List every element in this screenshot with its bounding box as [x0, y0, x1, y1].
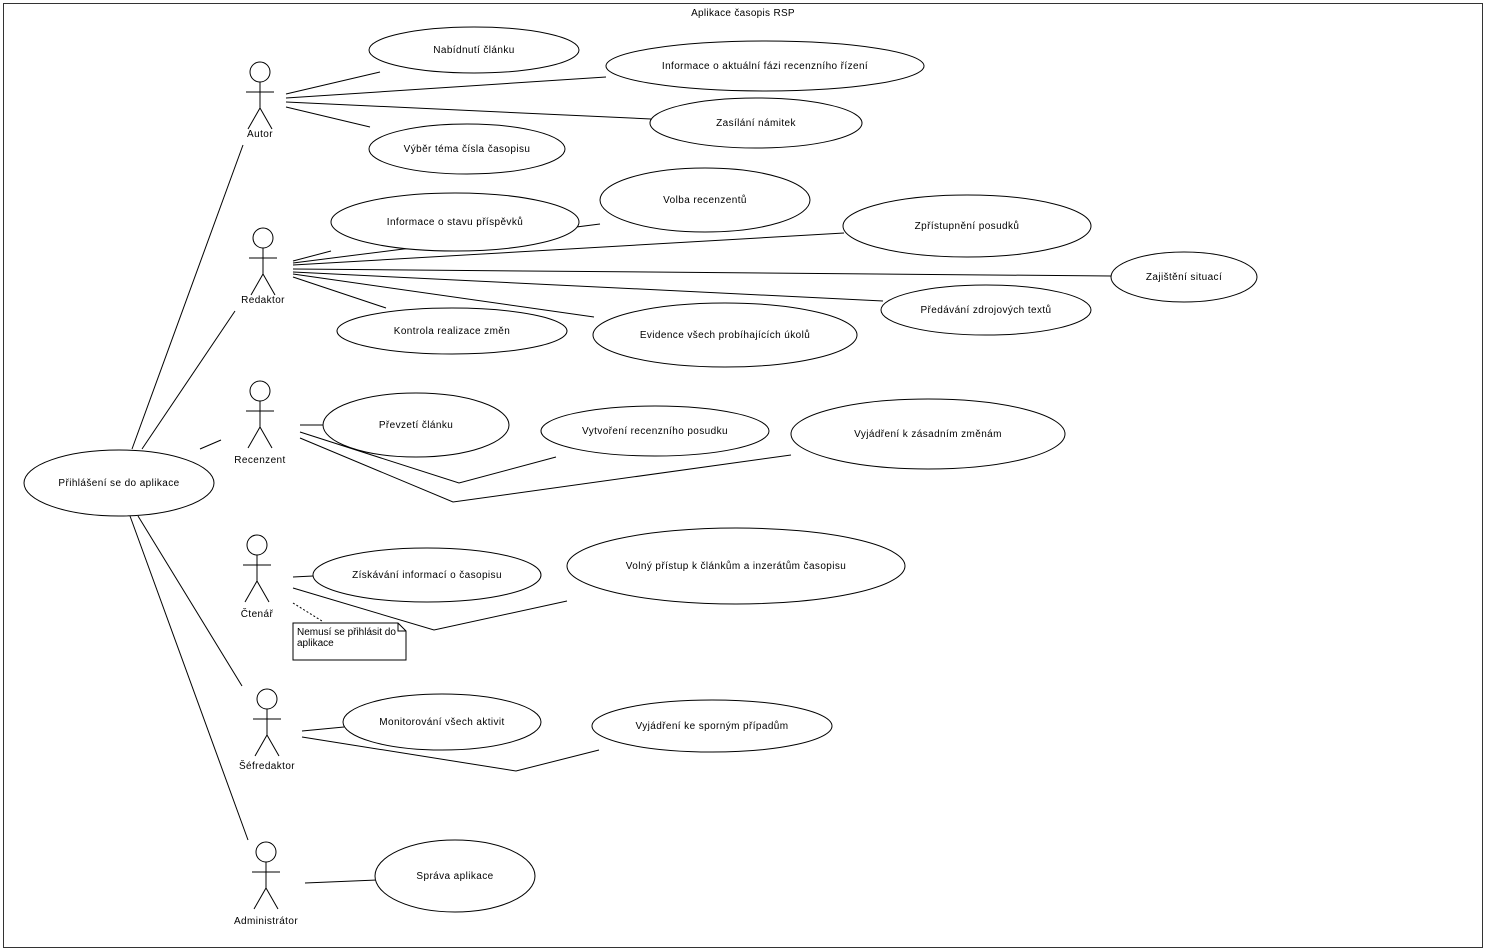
use-case-prevzeti-label: Převzetí článku	[379, 420, 453, 431]
use-case-monitorovani[interactable]: Monitorování všech aktivit	[342, 693, 542, 751]
use-case-prevzeti[interactable]: Převzetí článku	[322, 392, 510, 458]
use-case-vyber-tema[interactable]: Výběr téma čísla časopisu	[368, 123, 566, 175]
use-case-zajisteni-label: Zajištění situací	[1146, 272, 1222, 283]
use-case-evidence[interactable]: Evidence všech probíhajících úkolů	[592, 302, 858, 368]
actor-administrator-label: Administrátor	[234, 916, 298, 927]
actor-recenzent[interactable]: Recenzent	[234, 380, 285, 466]
use-case-login-label: Přihlášení se do aplikace	[58, 478, 179, 489]
use-case-sprava[interactable]: Správa aplikace	[374, 839, 536, 913]
use-case-evidence-label: Evidence všech probíhajících úkolů	[640, 329, 810, 341]
login-associations	[129, 144, 249, 841]
use-case-login[interactable]: Přihlášení se do aplikace	[23, 449, 215, 517]
note-text-line1: Nemusí se přihlásit do	[297, 627, 396, 638]
use-case-zasilani[interactable]: Zasílání námitek	[649, 97, 863, 149]
actor-recenzent-label: Recenzent	[234, 455, 285, 466]
use-case-info-stavu-label: Informace o stavu příspěvků	[387, 216, 523, 228]
redaktor-associations	[292, 223, 1112, 318]
actor-redaktor-label: Redaktor	[241, 295, 285, 306]
actor-autor-label: Autor	[247, 129, 273, 140]
actor-ctenar-label: Čtenář	[241, 607, 274, 620]
use-case-kontrola[interactable]: Kontrola realizace změn	[336, 307, 568, 355]
use-case-predavani-label: Předávání zdrojových textů	[920, 304, 1051, 316]
use-case-vyber-tema-label: Výběr téma čísla časopisu	[404, 144, 531, 155]
use-case-sprava-label: Správa aplikace	[416, 871, 493, 882]
administrator-association	[304, 879, 378, 884]
diagram-title: Aplikace časopis RSP	[691, 8, 795, 19]
use-case-volba[interactable]: Volba recenzentů	[599, 167, 811, 233]
sefredaktor-associations	[301, 726, 600, 772]
use-case-ziskavani[interactable]: Získávání informací o časopisu	[312, 547, 542, 603]
actor-sefredaktor[interactable]: Šéfredaktor	[239, 688, 295, 772]
note-ctenar: Nemusí se přihlásit do aplikace	[292, 622, 407, 661]
use-case-volny-label: Volný přístup k článkům a inzerátům časo…	[626, 560, 846, 572]
actor-autor[interactable]: Autor	[245, 61, 275, 140]
use-case-volba-label: Volba recenzentů	[663, 194, 747, 206]
actor-sefredaktor-label: Šéfredaktor	[239, 759, 295, 772]
use-case-zajisteni[interactable]: Zajištění situací	[1110, 251, 1258, 303]
use-case-vyjadreni-spornym[interactable]: Vyjádření ke sporným případům	[591, 699, 833, 753]
use-case-vyjadreni-zasadni[interactable]: Vyjádření k zásadním změnám	[790, 398, 1066, 470]
use-case-vytvoreni[interactable]: Vytvoření recenzního posudku	[540, 405, 770, 457]
use-case-nabidnuti-label: Nabídnutí článku	[433, 45, 514, 56]
note-text-line2: aplikace	[297, 638, 334, 649]
use-case-nabidnuti[interactable]: Nabídnutí článku	[368, 26, 580, 74]
ctenar-associations	[292, 575, 568, 631]
autor-associations	[285, 71, 652, 128]
actor-ctenar[interactable]: Čtenář	[241, 534, 274, 620]
use-case-info-stavu[interactable]: Informace o stavu příspěvků	[330, 192, 580, 252]
actor-administrator[interactable]: Administrátor	[234, 841, 298, 927]
use-case-zpristupneni-label: Zpřístupnění posudků	[915, 220, 1020, 232]
use-case-monitorovani-label: Monitorování všech aktivit	[379, 717, 504, 728]
use-case-vyjadreni-spornym-label: Vyjádření ke sporným případům	[636, 720, 789, 732]
use-case-zasilani-label: Zasílání námitek	[716, 118, 796, 129]
use-case-volny[interactable]: Volný přístup k článkům a inzerátům časo…	[566, 527, 906, 605]
use-case-vytvoreni-label: Vytvoření recenzního posudku	[582, 426, 728, 437]
use-case-informace-faze-label: Informace o aktuální fázi recenzního říz…	[662, 61, 868, 72]
use-case-zpristupneni[interactable]: Zpřístupnění posudků	[842, 194, 1092, 258]
use-case-vyjadreni-zasadni-label: Vyjádření k zásadním změnám	[854, 429, 1002, 440]
use-case-kontrola-label: Kontrola realizace změn	[394, 326, 510, 337]
use-case-informace-faze[interactable]: Informace o aktuální fázi recenzního říz…	[605, 40, 925, 92]
use-case-ziskavani-label: Získávání informací o časopisu	[352, 570, 502, 581]
actor-redaktor[interactable]: Redaktor	[241, 227, 285, 306]
use-case-predavani[interactable]: Předávání zdrojových textů	[880, 284, 1092, 336]
